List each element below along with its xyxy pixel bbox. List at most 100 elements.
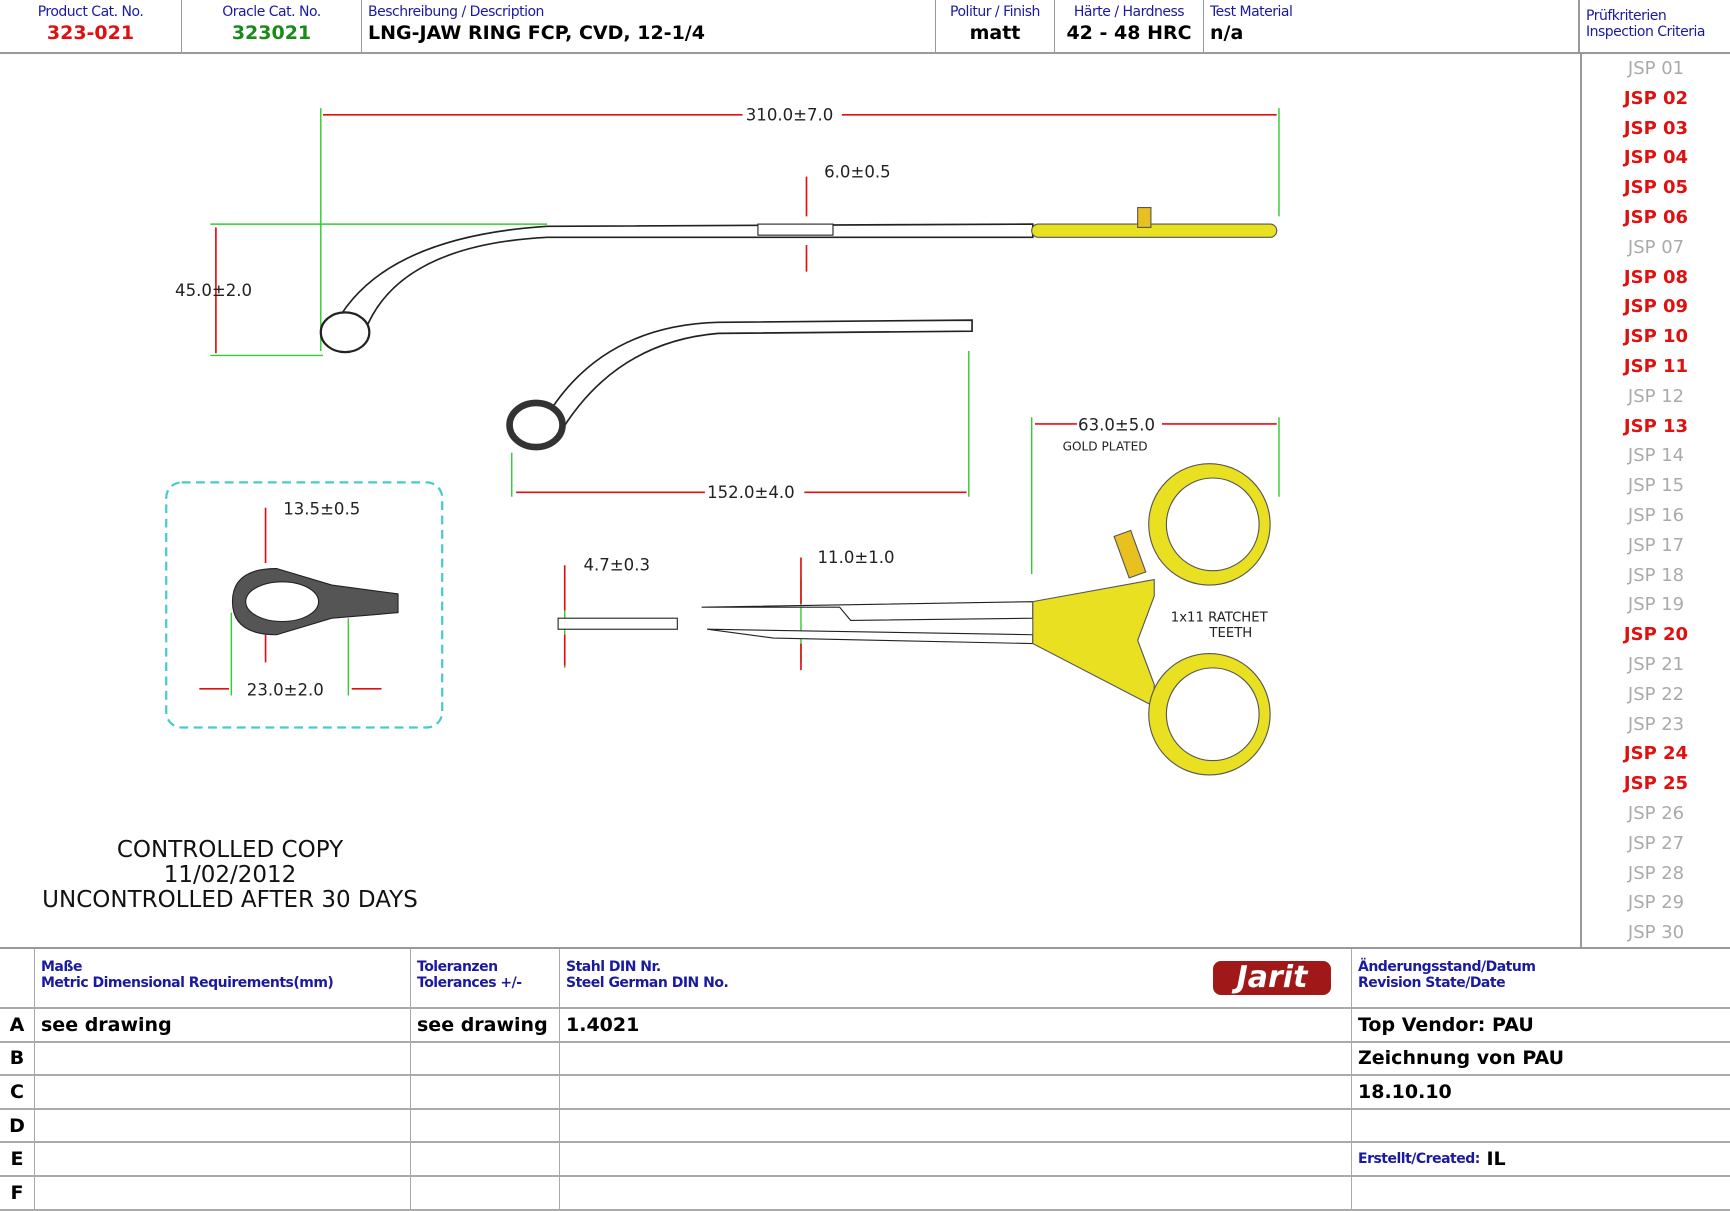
revision-label-de: Änderungsstand/Datum — [1358, 959, 1536, 975]
criteria-item: JSP 26 — [1627, 802, 1685, 824]
key-header — [0, 949, 35, 1007]
footer-cell-tol: see drawing — [411, 1009, 560, 1041]
instrument-front — [557, 463, 1271, 776]
footer-row: F — [0, 1176, 1730, 1211]
test-material-value: n/a — [1210, 22, 1244, 44]
criteria-item: JSP 28 — [1627, 862, 1685, 884]
dim-ring-width: 13.5±0.5 — [283, 499, 360, 518]
footer-cell-steel — [560, 1042, 1352, 1075]
footer-cell-key: F — [0, 1176, 35, 1209]
criteria-item: JSP 30 — [1627, 922, 1685, 944]
controlled-date: 11/02/2012 — [163, 862, 297, 888]
criteria-item: JSP 06 — [1623, 206, 1689, 228]
gold-plated-note: GOLD PLATED — [1063, 439, 1148, 453]
footer-cell-key: A — [0, 1009, 35, 1041]
metric-label-en: Metric Dimensional Requirements(mm) — [41, 975, 334, 991]
criteria-label-en: Inspection Criteria — [1586, 24, 1706, 40]
footer-cell-metric — [35, 1042, 411, 1075]
footer-cell-tol — [411, 1176, 560, 1209]
footer-cell-metric — [35, 1143, 411, 1175]
criteria-item: JSP 18 — [1627, 564, 1685, 586]
criteria-item: JSP 14 — [1627, 445, 1685, 467]
dim-offset: 45.0±2.0 — [175, 281, 252, 300]
footer-cell-metric: see drawing — [35, 1009, 411, 1041]
criteria-item: JSP 01 — [1627, 58, 1685, 79]
hardness-label: Härte / Hardness — [1073, 4, 1185, 20]
ring-detail — [231, 567, 399, 636]
finish-label: Politur / Finish — [950, 4, 1040, 20]
criteria-item: JSP 08 — [1623, 266, 1689, 288]
detail-box — [165, 481, 444, 729]
criteria-item: JSP 27 — [1627, 832, 1685, 854]
test-material-cell: Test Material n/a — [1204, 0, 1580, 52]
criteria-item: JSP 29 — [1627, 892, 1685, 914]
criteria-item: JSP 15 — [1627, 475, 1685, 497]
footer-cell-steel — [560, 1143, 1352, 1175]
criteria-item: JSP 05 — [1623, 177, 1689, 199]
instrument-top — [319, 206, 1278, 354]
controlled-line-3: UNCONTROLLED AFTER 30 DAYS — [42, 887, 418, 913]
footer-cell-tol — [411, 1109, 560, 1142]
criteria-item: JSP 07 — [1627, 236, 1685, 258]
dimension-lines — [199, 113, 1277, 690]
criteria-item: JSP 11 — [1623, 355, 1689, 377]
footer-cell-tol — [411, 1076, 560, 1108]
description-label: Beschreibung / Description — [368, 4, 544, 20]
jarit-logo: Jarit — [1213, 961, 1331, 995]
dim-overall-length: 310.0±7.0 — [746, 105, 834, 124]
footer-cell-rev — [1352, 1177, 1730, 1209]
footer-cell-tol — [411, 1042, 560, 1075]
footer-cell-steel: 1.4021 — [560, 1009, 1352, 1041]
footer-cell-metric — [35, 1176, 411, 1209]
hardness-cell: Härte / Hardness 42 - 48 HRC — [1055, 0, 1204, 52]
footer-cell-key: D — [0, 1109, 35, 1142]
steel-label-de: Stahl DIN Nr. — [566, 959, 661, 975]
created-label: Erstellt/Created: — [1358, 1151, 1480, 1168]
steel-label-en: Steel German DIN No. — [566, 975, 729, 991]
criteria-item: JSP 22 — [1627, 683, 1685, 705]
hardness-value: 42 - 48 HRC — [1066, 22, 1192, 44]
steel-header: Stahl DIN Nr.Steel German DIN No. Jarit — [560, 949, 1352, 1007]
ratchet-note-2: TEETH — [1208, 626, 1252, 641]
oracle-cat-value: 323021 — [231, 22, 312, 44]
footer-cell-key: B — [0, 1042, 35, 1075]
footer-cell-rev: Erstellt/Created: IL — [1352, 1143, 1730, 1175]
metric-label-de: Maße — [41, 959, 82, 975]
product-cat-value: 323-021 — [46, 22, 135, 44]
dim-handle-length: 63.0±5.0 — [1078, 416, 1155, 435]
footer-row: D — [0, 1109, 1730, 1144]
footer-cell-rev — [1352, 1110, 1730, 1142]
test-material-label: Test Material — [1210, 4, 1293, 20]
criteria-item: JSP 17 — [1627, 534, 1685, 556]
tolerance-label-de: Toleranzen — [417, 959, 498, 975]
criteria-item: JSP 09 — [1623, 296, 1689, 318]
revision-label-en: Revision State/Date — [1358, 975, 1506, 991]
footer-cell-metric — [35, 1109, 411, 1142]
oracle-cat-cell: Oracle Cat. No. 323021 — [182, 0, 362, 52]
product-cat-label: Product Cat. No. — [37, 4, 144, 20]
footer-row: E Erstellt/Created: IL — [0, 1143, 1730, 1177]
criteria-item: JSP 23 — [1627, 713, 1685, 735]
criteria-item: JSP 16 — [1627, 504, 1685, 526]
criteria-item: JSP 20 — [1623, 624, 1689, 646]
dim-jaw-width: 6.0±0.5 — [824, 163, 891, 182]
created-value: IL — [1486, 1148, 1506, 1171]
footer-cell-rev: 18.10.10 — [1358, 1080, 1452, 1103]
controlled-copy-stamp: CONTROLLED COPY 11/02/2012 UNCONTROLLED … — [30, 838, 430, 913]
criteria-item: JSP 12 — [1627, 385, 1685, 407]
footer-cell-key: E — [0, 1143, 35, 1175]
oracle-cat-label: Oracle Cat. No. — [222, 4, 321, 20]
